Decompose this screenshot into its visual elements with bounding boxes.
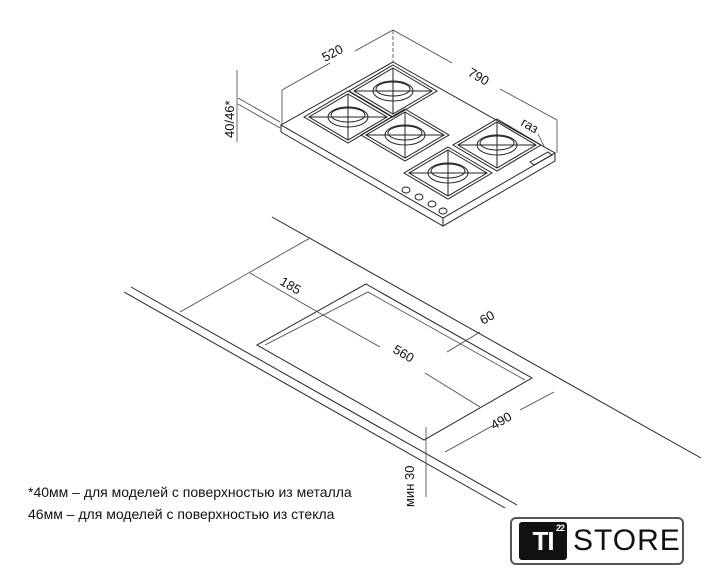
dim-60: 60 — [477, 307, 497, 327]
control-knobs — [401, 186, 448, 215]
dim-490: 490 — [488, 409, 514, 433]
dim-520: 520 — [319, 41, 345, 64]
note-metal: *40мм – для моделей с поверхностью из ме… — [28, 484, 352, 500]
cutout — [255, 283, 534, 441]
hob — [279, 61, 557, 227]
dim-40-46: 40/46* — [222, 100, 237, 138]
gas-inlet — [529, 151, 553, 166]
burner — [452, 118, 542, 172]
burner — [303, 90, 393, 144]
burner — [403, 146, 493, 200]
logo-word: STORE — [573, 524, 681, 557]
dim-min-30: мин 30 — [402, 466, 417, 507]
dim-560: 560 — [391, 342, 417, 366]
gas-label: газ — [519, 115, 542, 137]
dim-790: 790 — [466, 65, 492, 89]
burner — [360, 108, 450, 162]
note-glass: 46мм – для моделей с поверхностью из сте… — [28, 506, 335, 522]
cutout-dimensions: 185 560 60 490 мин 30 — [249, 272, 555, 507]
burner — [348, 64, 438, 118]
dim-185: 185 — [278, 274, 304, 298]
countertop — [123, 216, 702, 509]
